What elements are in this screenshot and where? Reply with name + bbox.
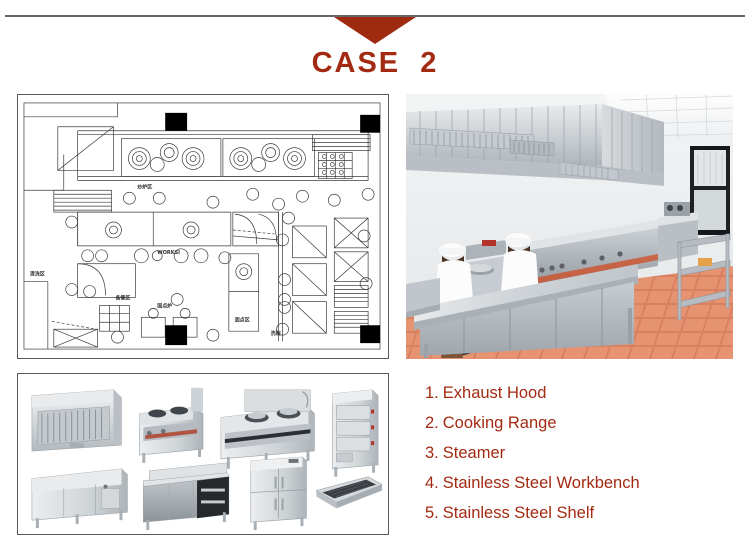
list-item-number: 4. [425, 474, 439, 492]
svg-text:面点区: 面点区 [235, 316, 250, 323]
list-item-number: 1. [425, 384, 439, 402]
kitchen-photo [406, 94, 733, 359]
svg-text:WORKSI: WORKSI [157, 250, 180, 256]
triangle-down-icon [334, 17, 416, 44]
list-item-label: Stainless Steel Workbench [442, 474, 640, 492]
blueprint-panel: 炒炉区 WORKSI 面点区 国点炉 清洗区 备餐区 洗碗 [17, 94, 389, 359]
svg-text:炒炉区: 炒炉区 [137, 183, 152, 190]
list-item: 1.Exhaust Hood [425, 378, 735, 408]
list-item: 4.Stainless Steel Workbench [425, 468, 735, 498]
thumb-cooking-range [139, 387, 204, 463]
thumb-workbench-backsplash [143, 462, 230, 531]
list-item: 3.Steamer [425, 438, 735, 468]
thumb-sink-trough [315, 476, 383, 509]
list-item-label: Exhaust Hood [442, 384, 547, 402]
list-item-label: Cooking Range [442, 414, 557, 432]
blueprint-marker [165, 325, 188, 346]
list-item-number: 3. [425, 444, 439, 462]
svg-text:洗碗: 洗碗 [271, 330, 281, 337]
kitchen-photo-image [406, 94, 733, 359]
list-item-number: 5. [425, 504, 439, 522]
thumb-steamer-cabinet [332, 389, 379, 477]
svg-text:国点炉: 国点炉 [157, 302, 172, 309]
blueprint-marker [360, 325, 381, 344]
list-item: 2.Cooking Range [425, 408, 735, 438]
equipment-list: 1.Exhaust Hood 2.Cooking Range 3.Steamer… [425, 378, 735, 528]
thumb-four-door-refrigerator [250, 456, 307, 531]
list-item-number: 2. [425, 414, 439, 432]
blueprint-marker [360, 114, 381, 133]
thumb-cabinet-workbench [31, 468, 128, 529]
svg-text:清洗区: 清洗区 [30, 271, 45, 278]
blueprint-marker [165, 112, 188, 131]
thumb-exhaust-hood [31, 389, 122, 452]
product-gallery-image [18, 374, 388, 534]
list-item-label: Steamer [442, 444, 506, 462]
svg-text:备餐区: 备餐区 [114, 294, 130, 301]
list-item-label: Stainless Steel Shelf [442, 504, 595, 522]
kitchen-floor-plan-drawing: 炒炉区 WORKSI 面点区 国点炉 清洗区 备餐区 洗碗 [18, 95, 388, 358]
thumb-wok-range [220, 389, 315, 469]
header-divider-rule [5, 15, 745, 17]
page-title: CASE 2 [311, 47, 439, 79]
list-item: 5.Stainless Steel Shelf [425, 498, 735, 528]
product-gallery-panel [17, 373, 389, 535]
